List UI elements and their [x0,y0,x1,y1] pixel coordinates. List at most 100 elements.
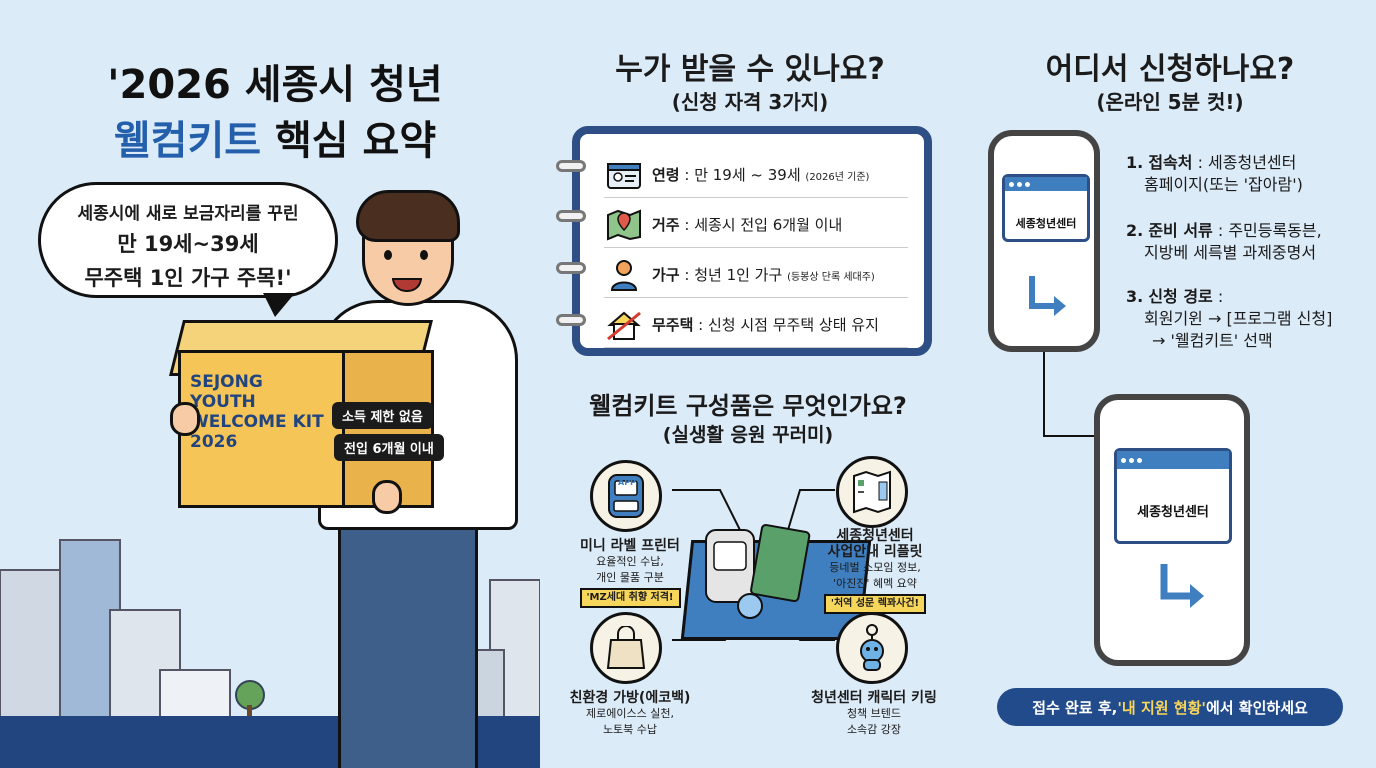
step-text: : [1212,287,1224,306]
notice-highlight: '내 지원 현황' [1117,698,1206,717]
window-titlebar [1005,177,1087,191]
bubble-line3: 무주택 1인 가구 주목!' [84,266,292,290]
notice-text: 에서 확인하세요 [1205,698,1308,717]
phone-large: 세종청년센터 [1094,394,1250,666]
title-highlight: 웰컴키트 [113,118,262,164]
apply-step-1: 1. 접속처 : 세종청년센터 홈페이지(또는 '잡아람') [1126,152,1303,196]
leaflet-icon [836,456,908,528]
kit-item-desc: 청책 브텐드 [846,707,902,720]
person-hair [356,190,460,242]
kit-heading: 웰컴키트 구성품은 무엇인가요? [589,392,907,420]
browser-window: 세종청년센터 [1114,448,1232,544]
arrow-down-right-icon [1029,276,1066,316]
eligibility-text: 연령 : 만 19세 ~ 39세 (2026년 기준) [652,164,869,185]
kit-subheading: (실생활 응원 꾸러미) [662,424,834,446]
apply-step-2: 2. 준비 서류 : 주민등록동븐, 지방베 세륵별 과제중명서 [1126,220,1322,264]
notebook-ring [556,210,586,222]
no-house-icon [604,305,644,345]
kit-item-desc: 소속감 강장 [846,723,902,736]
person-hand-right [372,480,402,514]
kit-item-desc: 제로에이스스 실천, [586,707,674,720]
id-card-icon [604,155,644,195]
page-title-line1: '2026 세종시 청년 [107,62,443,108]
box-print: SEJONG YOUTH WELCOME KIT 2026 [190,372,340,452]
kit-item-name: 청년센터 캐릭터 키링 [811,690,937,706]
kit-item-ecobag: 친환경 가방(에코백) 제로에이스스 실천, 노토북 수납 [560,690,700,738]
window-titlebar [1117,451,1229,469]
eligibility-note: (2026년 기준) [805,172,870,183]
eligibility-note: (등봉상 단록 세대주) [787,272,875,283]
kit-contents-illustration [705,524,811,619]
person-eye-left [384,250,392,260]
eligibility-desc: : 청년 1인 가구 [679,266,788,284]
kit-item-name: 친환경 가방(에코백) [569,690,691,706]
box-label-income: 소득 제한 없음 [332,402,433,429]
map-icon [604,205,644,245]
phone-small: 세종청년센터 [988,130,1100,352]
box-text-line: WELCOME KIT [190,412,324,432]
step-text: → '웰컴키트' 선맥 [1152,331,1273,350]
step-text: : 세종청년센터 [1192,153,1297,172]
apply-step-3: 3. 신청 경로 : 회원기윈 → [프로그램 신청] → '웰컴키트' 선맥 [1126,286,1332,352]
kit-item-printer: 미니 라벨 프린터 요율적인 수납, 개인 물품 구분 'MZ세대 취향 저격! [560,538,700,608]
eligibility-text: 무주택 : 신청 시점 무주택 상태 유지 [652,314,879,335]
apply-heading: 어디서 신청하나요? [1045,52,1295,87]
arrow-down-right-icon [1160,564,1204,608]
kit-item-desc: 등네벌 소모임 정보, [829,561,921,574]
eligibility-desc: : 세종시 전입 6개월 이내 [679,216,843,234]
kit-item-desc: '아진진' 혜멕 요약 [833,577,917,590]
eco-bag-icon [590,612,662,684]
step-title: 신청 경로 [1148,287,1213,306]
step-number: 3. [1126,287,1144,306]
kit-item-name: 미니 라벨 프린터 [580,538,680,554]
eligibility-label: 거주 [652,216,680,234]
person-icon [604,255,644,295]
notice-banner: 접수 완료 후, '내 지원 현황'에서 확인하세요 [997,688,1343,726]
person-eye-right [420,250,428,260]
step-text: 홈페이지(또는 '잡아람') [1144,175,1303,194]
browser-window: 세종청년센터 [1002,174,1090,242]
eligibility-row-household: 가구 : 청년 1인 가구 (등봉상 단록 세대주) [604,252,908,298]
step-text: 지방베 세륵별 과제중명서 [1144,243,1317,262]
box-text-line: SEJONG [190,372,263,392]
notice-text: 접수 완료 후, [1032,698,1118,717]
kit-item-desc: 노토북 수납 [602,723,658,736]
person-legs [338,520,478,768]
title-rest: 핵심 요약 [261,118,437,164]
speech-bubble: 세종시에 새로 보금자리를 꾸린 만 19세~39세 무주택 1인 가구 주목!… [38,182,338,317]
kit-item-tag: 'MZ세대 취향 저격! [579,588,681,608]
apply-subheading: (온라인 5분 컷!) [1096,90,1244,114]
bubble-line2: 만 19세~39세 [117,232,259,256]
left-panel: '2026 세종시 청년 웰컴키트 핵심 요약 세종시에 새로 보금자리를 꾸린… [0,0,540,768]
keyring-icon [836,612,908,684]
page-title-line2: 웰컴키트 핵심 요약 [60,108,490,166]
brand-name: 세종청년센터 [1015,217,1077,230]
kit-item-keyring: 청년센터 캐릭터 키링 청책 브텐드 소속감 강장 [796,690,952,738]
eligibility-text: 거주 : 세종시 전입 6개월 이내 [652,214,842,235]
eligibility-desc: : 만 19세 ~ 39세 [679,166,806,184]
eligibility-desc: : 신청 시점 무주택 상태 유지 [693,316,879,334]
notebook-ring [556,262,586,274]
kit-item-name: 사업안내 리플릿 [827,544,923,560]
eligibility-label: 연령 [652,166,680,184]
step-number: 1. [1126,153,1144,172]
eligibility-label: 무주택 [652,316,694,334]
eligibility-row-homeless: 무주택 : 신청 시점 무주택 상태 유지 [604,302,908,348]
kit-item-desc: 요율적인 수납, [596,555,664,568]
kit-item-tag: '처역 성문 렉꽈사건! [823,594,927,614]
notebook-ring [556,314,586,326]
label-printer-icon: APP [590,460,662,532]
step-number: 2. [1126,221,1144,240]
eligibility-subheading: (신청 자격 3가지) [671,90,829,114]
step-title: 준비 서류 [1148,221,1213,240]
eligibility-row-residence: 거주 : 세종시 전입 6개월 이내 [604,202,908,248]
eligibility-text: 가구 : 청년 1인 가구 (등봉상 단록 세대주) [652,264,875,285]
eligibility-label: 가구 [652,266,680,284]
person-hand-left [170,402,200,436]
app-screen-label: APP [618,478,636,487]
bubble-line1: 세종시에 새로 보금자리를 꾸린 [77,204,299,224]
box-label-move-in: 전입 6개월 이내 [334,434,444,461]
kit-item-leaflet: 세종청년센터 사업안내 리플릿 등네벌 소모임 정보, '아진진' 혜멕 요약 … [800,528,950,614]
brand-name: 세종청년센터 [1137,505,1209,520]
phone-connector-line [1043,340,1100,437]
